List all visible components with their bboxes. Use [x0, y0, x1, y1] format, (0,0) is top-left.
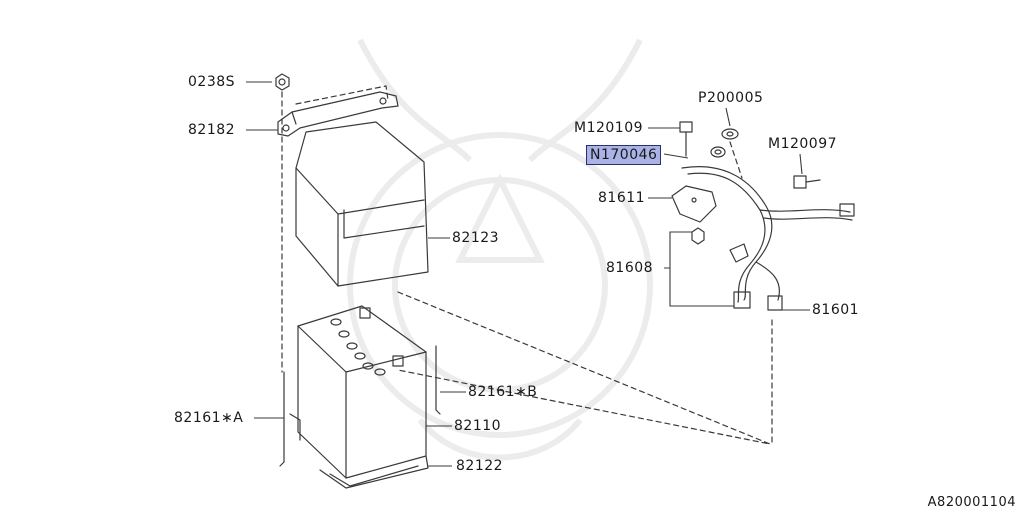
washer-n170046	[710, 146, 726, 158]
part-label-0238s[interactable]: 0238S	[188, 74, 236, 90]
guide-line	[295, 85, 389, 105]
bolt-m120109	[679, 121, 693, 157]
washer-p200005	[721, 128, 739, 140]
leader-lines	[246, 81, 810, 467]
battery-82110	[297, 305, 427, 479]
part-label-82161a[interactable]: 82161∗A	[174, 410, 244, 426]
terminal-cover-81611	[671, 185, 717, 223]
part-label-n170046-highlighted[interactable]: N170046	[586, 145, 662, 165]
part-label-81601[interactable]: 81601	[812, 302, 860, 318]
part-label-82110[interactable]: 82110	[454, 418, 502, 434]
rod-82161a	[279, 371, 285, 467]
nut-0238s	[275, 73, 290, 91]
part-label-82123[interactable]: 82123	[452, 230, 500, 246]
rod-82161b	[435, 345, 441, 415]
hold-down-bracket-82182	[277, 91, 399, 137]
bolt-m120097	[793, 175, 821, 189]
battery-tray-82122	[289, 413, 429, 489]
battery-cover-82123	[295, 121, 429, 287]
guide-line	[729, 141, 743, 179]
terminal-positive	[392, 355, 404, 367]
battery-caps	[330, 318, 386, 376]
part-label-m120097[interactable]: M120097	[768, 136, 838, 152]
part-label-m120109[interactable]: M120109	[574, 120, 644, 136]
part-label-82161b[interactable]: 82161∗B	[468, 384, 538, 400]
part-label-p200005[interactable]: P200005	[698, 90, 764, 106]
part-label-82122[interactable]: 82122	[456, 458, 504, 474]
figure-id: A820001104	[927, 495, 1016, 510]
part-label-81611[interactable]: 81611	[598, 190, 646, 206]
harness-81601	[681, 166, 855, 311]
part-label-81608[interactable]: 81608	[606, 260, 654, 276]
terminal-negative	[359, 307, 371, 319]
nut-81608	[691, 227, 705, 245]
part-label-82182[interactable]: 82182	[188, 122, 236, 138]
